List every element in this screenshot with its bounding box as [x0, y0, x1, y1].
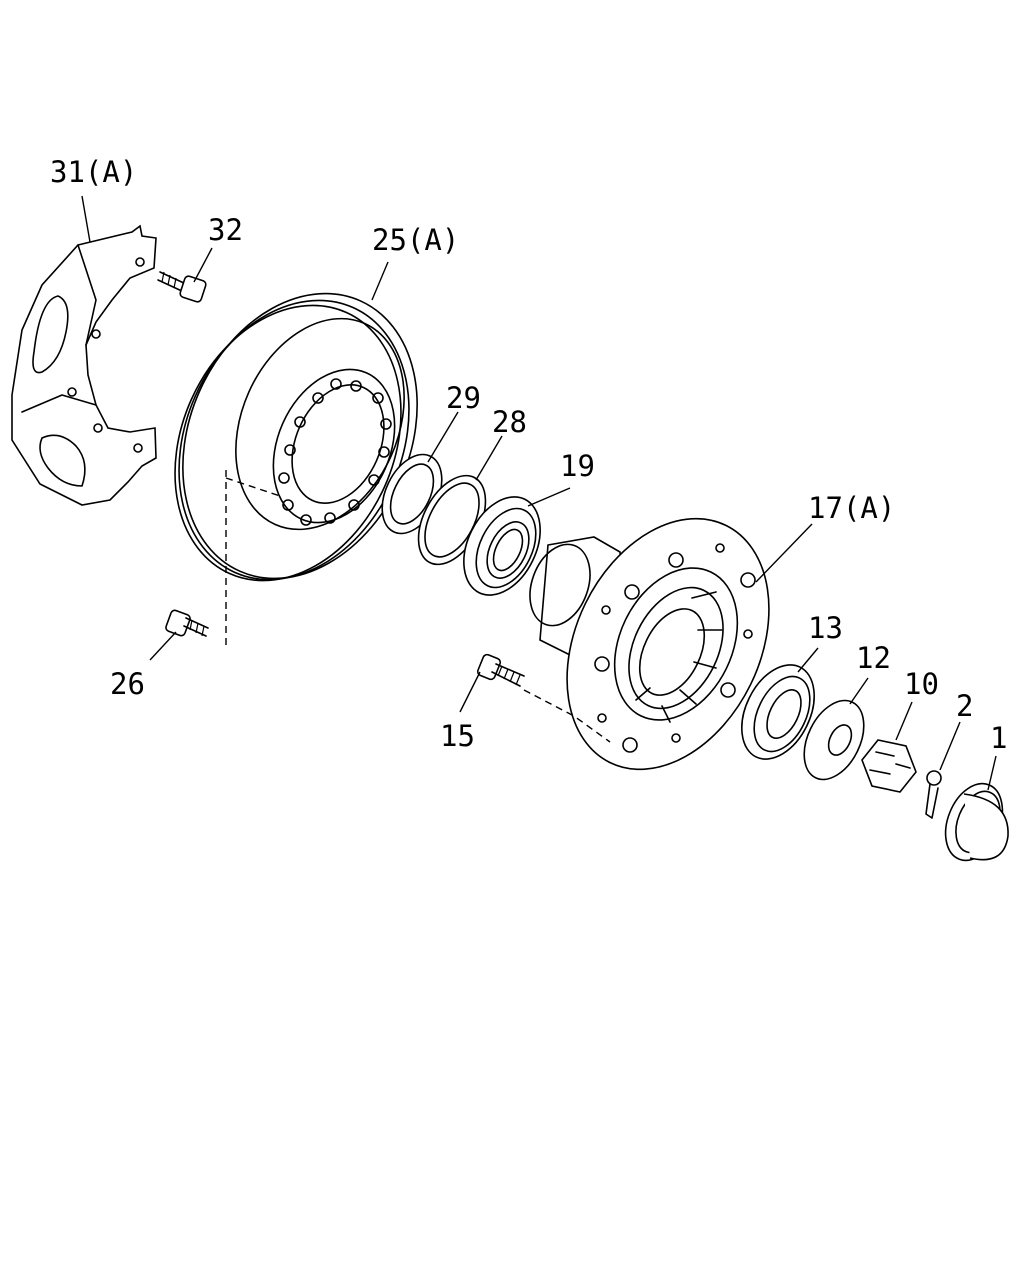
label-part-12: 12 [856, 641, 891, 675]
dust-shield-part-31 [11, 224, 157, 506]
disc-bolt-holes [278, 378, 392, 526]
bolt-part-26 [165, 470, 281, 649]
label-part-1: 1 [990, 721, 1007, 755]
castle-nut-part-10 [861, 739, 917, 793]
hub-stud-holes [594, 543, 756, 753]
washer-part-12 [803, 699, 865, 781]
leader-lines [81, 195, 997, 791]
label-part-10: 10 [904, 667, 939, 701]
bolt-part-32 [157, 271, 207, 303]
label-part-15: 15 [440, 719, 475, 753]
label-part-29: 29 [446, 381, 481, 415]
cotter-pin-part-2 [925, 770, 942, 819]
bearing-part-19 [463, 496, 541, 596]
label-part-26: 26 [110, 667, 145, 701]
brake-disc-part-25 [174, 292, 418, 582]
wheel-hub-part-17 [529, 517, 770, 771]
label-part-19: 19 [560, 449, 595, 483]
label-part-28: 28 [492, 405, 527, 439]
label-part-31: 31(A) [50, 155, 137, 189]
callout-labels: 31(A) 32 25(A) 29 28 19 17(A) 26 13 12 1… [50, 155, 1007, 755]
label-part-2: 2 [956, 689, 973, 723]
label-part-32: 32 [208, 213, 243, 247]
bearing-part-13 [741, 664, 815, 760]
hub-fins [635, 591, 723, 723]
label-part-13: 13 [808, 611, 843, 645]
label-part-25: 25(A) [372, 223, 459, 257]
label-part-17: 17(A) [808, 491, 895, 525]
hub-cap-part-1 [944, 782, 1009, 862]
wheel-stud-part-15 [476, 653, 611, 743]
